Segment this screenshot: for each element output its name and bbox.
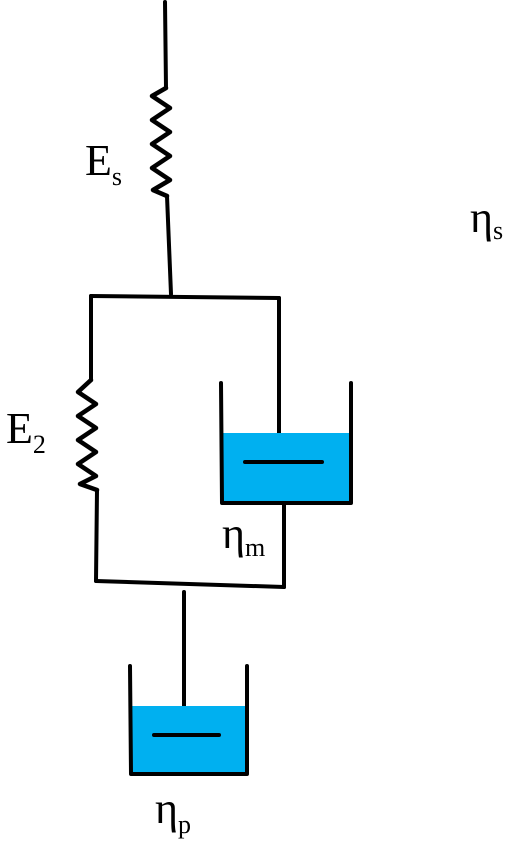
label-es: Es — [85, 136, 122, 191]
es-to-bar-wire — [165, 194, 173, 296]
top-lead-wire — [163, 0, 168, 90]
spring-es — [149, 85, 173, 199]
parallel-top-bar — [89, 294, 281, 300]
label-e2: E2 — [6, 404, 46, 459]
dashpot-p-fluid — [131, 706, 247, 774]
label-eta-m: ηm — [222, 509, 265, 562]
label-eta-p: ηp — [155, 784, 191, 839]
dashpot-p-cylinder — [128, 664, 249, 776]
parallel-bottom-bar — [94, 579, 286, 589]
label-eta-s: ηs — [470, 193, 503, 245]
left-branch-lower-wire — [94, 488, 99, 583]
dashpot-m-fluid — [222, 433, 351, 502]
dashpot-m-cylinder — [219, 381, 353, 505]
spring-e2 — [75, 377, 100, 493]
